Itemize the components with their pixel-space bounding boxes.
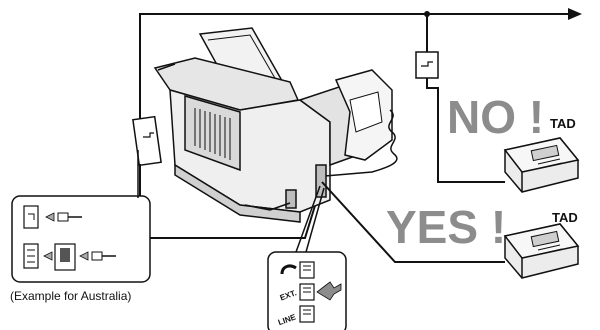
power-cable — [244, 202, 291, 211]
tad-bottom-label: TAD — [552, 210, 578, 225]
inset-leader-lines — [295, 185, 325, 253]
caption-example-australia: (Example for Australia) — [10, 289, 131, 303]
wall-socket-top — [415, 51, 439, 79]
yes-label: YES ! — [386, 201, 506, 253]
no-label: NO ! — [447, 91, 544, 143]
line-arrow — [568, 8, 582, 20]
branch-to-no-tad — [426, 14, 505, 183]
wall-socket-left — [132, 115, 162, 167]
australia-plug-inset — [11, 150, 151, 283]
tad-device-bottom — [503, 223, 580, 279]
tad-device-top — [503, 137, 580, 193]
fax-machine — [153, 27, 398, 223]
jack-inset — [267, 251, 347, 330]
cable-to-yes-tad — [321, 181, 505, 263]
tad-top-label: TAD — [550, 116, 576, 131]
